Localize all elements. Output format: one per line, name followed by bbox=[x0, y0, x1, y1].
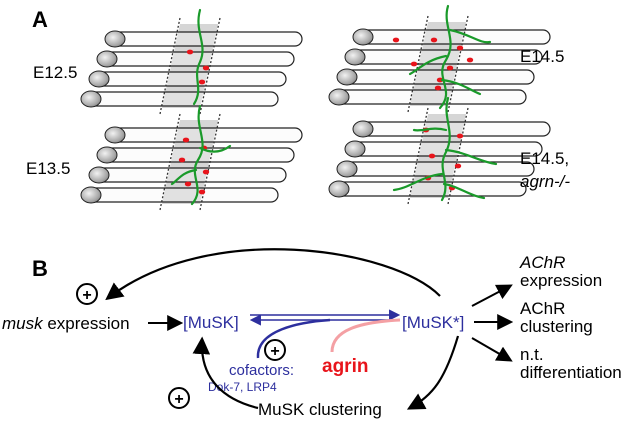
achr-cluster bbox=[184, 181, 192, 187]
muscle-fiber bbox=[97, 51, 295, 67]
fiber-end-cap bbox=[80, 90, 102, 108]
panel-a-label: A bbox=[32, 7, 48, 32]
muscle-fiber bbox=[105, 127, 303, 143]
muscle-fiber bbox=[89, 167, 287, 183]
muscle-fiber bbox=[329, 181, 527, 197]
achr-cluster bbox=[454, 163, 462, 169]
achr-cluster bbox=[182, 137, 190, 143]
achr-cluster bbox=[410, 61, 418, 67]
band-border-left bbox=[407, 107, 429, 205]
fiber-group-e14-5-agrn-null bbox=[328, 96, 551, 205]
motor-nerve bbox=[408, 4, 492, 110]
fiber-group-e13-5 bbox=[80, 104, 303, 211]
fiber-end-cap bbox=[88, 166, 110, 184]
svg-text:+: + bbox=[174, 391, 183, 408]
achr-cluster bbox=[436, 77, 444, 83]
fiber-end-cap bbox=[344, 48, 366, 66]
band-border-left bbox=[159, 113, 181, 211]
feedback-arrow-to-expression bbox=[105, 248, 441, 301]
stage-label-e12-5: E12.5 bbox=[33, 63, 77, 82]
stage-label-e14-5: E14.5 bbox=[520, 47, 564, 66]
achr-cluster bbox=[446, 65, 454, 71]
fiber-end-cap bbox=[352, 28, 374, 46]
fiber-end-cap bbox=[328, 180, 350, 198]
output-achr-clustering-1: AChR bbox=[520, 299, 565, 318]
achr-cluster bbox=[202, 169, 210, 175]
fiber-end-cap bbox=[96, 146, 118, 164]
muscle-fiber bbox=[97, 147, 295, 163]
achr-cluster bbox=[428, 153, 436, 159]
fiber-end-cap bbox=[88, 70, 110, 88]
fiber-end-cap bbox=[104, 30, 126, 48]
svg-text:+: + bbox=[270, 343, 279, 360]
band-border-right bbox=[447, 15, 469, 113]
fiber-end-cap bbox=[336, 68, 358, 86]
band-border-left bbox=[407, 15, 429, 113]
muscle-fiber bbox=[329, 89, 527, 105]
cofactors-list: Dok-7, LRP4 bbox=[208, 380, 277, 394]
achr-cluster bbox=[202, 65, 210, 71]
stage-label-e13-5: E13.5 bbox=[26, 159, 70, 178]
svg-text:+: + bbox=[82, 287, 91, 304]
motor-nerve bbox=[192, 8, 204, 106]
motor-nerve bbox=[392, 96, 498, 202]
achr-cluster bbox=[466, 57, 474, 63]
muscle-fiber bbox=[81, 91, 279, 107]
musk-active-node: [MuSK*] bbox=[402, 313, 464, 332]
output-arrow-nt-differentiation bbox=[471, 337, 513, 362]
muscle-fiber bbox=[105, 31, 303, 47]
fiber-end-cap bbox=[336, 160, 358, 178]
motor-nerve bbox=[170, 104, 232, 206]
muscle-fiber bbox=[89, 71, 287, 87]
clustering-to-musk-arrow bbox=[192, 336, 259, 410]
output-achr-expression-2: expression bbox=[520, 271, 602, 290]
output-nt-differentiation-1: n.t. bbox=[520, 345, 544, 364]
fiber-group-e12-5 bbox=[80, 8, 303, 115]
cofactors-curve bbox=[256, 318, 331, 359]
cofactors-label: cofactors: bbox=[229, 362, 294, 379]
panel-b-label: B bbox=[32, 256, 48, 281]
achr-cluster bbox=[198, 79, 206, 85]
output-arrow-achr-expression bbox=[471, 284, 513, 307]
output-nt-differentiation-2: differentiation bbox=[520, 363, 622, 382]
fiber-end-cap bbox=[104, 126, 126, 144]
stage-label-e14-5-agrn: E14.5, bbox=[520, 149, 569, 168]
stage-label-agrn-genotype: agrn-/- bbox=[520, 172, 570, 191]
musk-expression-label: musk expression bbox=[2, 314, 130, 333]
band-border-right bbox=[199, 17, 221, 115]
achr-cluster bbox=[456, 45, 464, 51]
plus-sign-cofactors: + bbox=[264, 339, 286, 361]
achr-cluster bbox=[434, 85, 442, 91]
agrin-curve bbox=[330, 318, 401, 353]
muscle-fiber bbox=[353, 29, 551, 45]
musk-clustering-label: MuSK clustering bbox=[258, 400, 382, 419]
achr-cluster bbox=[392, 37, 400, 43]
fiber-end-cap bbox=[96, 50, 118, 68]
achr-cluster bbox=[430, 37, 438, 43]
active-to-clustering-arrow bbox=[406, 335, 460, 410]
fiber-end-cap bbox=[328, 88, 350, 106]
agrin-label: agrin bbox=[322, 356, 368, 377]
plus-sign-expression: + bbox=[76, 283, 98, 305]
achr-cluster bbox=[198, 189, 206, 195]
achr-cluster bbox=[456, 133, 464, 139]
musk-node: [MuSK] bbox=[183, 313, 239, 332]
muscle-fiber bbox=[81, 187, 279, 203]
output-achr-expression-1: AChR bbox=[519, 253, 565, 272]
achr-cluster bbox=[178, 157, 186, 163]
muscle-fiber bbox=[353, 121, 551, 137]
output-achr-clustering-2: clustering bbox=[520, 317, 593, 336]
fiber-group-e14-5 bbox=[328, 4, 551, 113]
fiber-end-cap bbox=[352, 120, 374, 138]
achr-cluster bbox=[186, 49, 194, 55]
band-border-left bbox=[159, 17, 181, 115]
muscle-fiber bbox=[337, 69, 535, 85]
fiber-end-cap bbox=[80, 186, 102, 204]
plus-sign-clustering: + bbox=[168, 387, 190, 409]
fiber-end-cap bbox=[344, 140, 366, 158]
